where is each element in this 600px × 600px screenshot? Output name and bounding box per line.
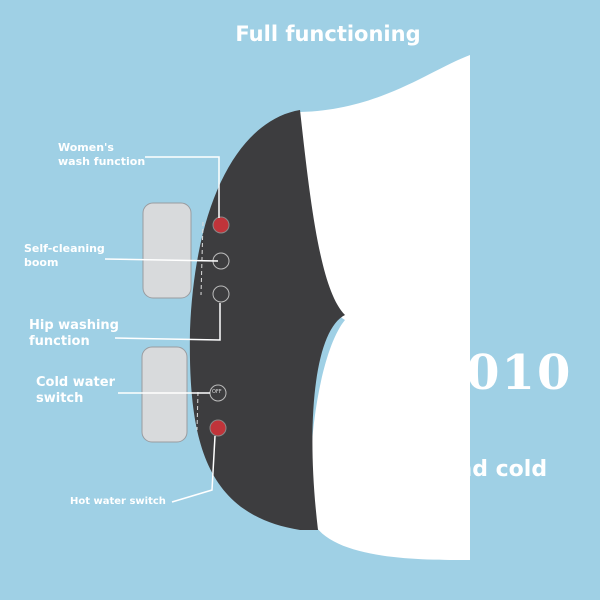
hip-washing-label: Hip washing function: [29, 318, 119, 349]
self-cleaning-label: Self-cleaning boom: [24, 242, 105, 269]
control-panel: [189, 110, 345, 530]
cold-water-label: Cold water switch: [36, 375, 115, 406]
slider-track-upper: [200, 221, 204, 296]
slider-track-lower: [196, 391, 199, 431]
callout-lines: [104, 156, 221, 503]
womens-wash-label: Women's wash function: [58, 141, 146, 168]
womens-wash-button[interactable]: [212, 216, 230, 234]
hip-washing-button[interactable]: [212, 285, 230, 303]
upper-knob: [142, 202, 192, 299]
hot-water-button[interactable]: [209, 419, 227, 437]
hot-water-label: Hot water switch: [70, 496, 166, 507]
bidet-white-body: [300, 55, 470, 560]
page-title: Full functioning: [235, 22, 421, 46]
subtitle: Hot and cold: [390, 457, 548, 482]
model-number: EB010: [385, 345, 573, 401]
off-button-text: OFF: [212, 389, 222, 395]
lower-knob: [141, 346, 188, 443]
